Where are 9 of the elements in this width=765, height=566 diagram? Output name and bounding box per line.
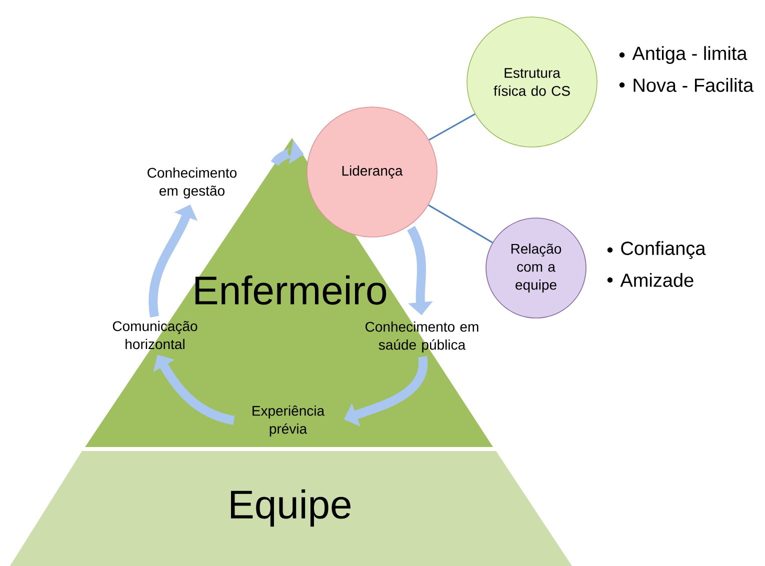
bullet-item: Amizade bbox=[607, 273, 694, 287]
step-label: Experiência prévia bbox=[252, 405, 325, 437]
bullet-item: Nova - Facilita bbox=[619, 78, 754, 92]
connector-line bbox=[428, 204, 493, 244]
bullet-item: Confiança bbox=[607, 241, 706, 259]
bullet-item: Antiga - limita bbox=[619, 46, 748, 64]
connector-line bbox=[428, 113, 476, 141]
step-label: Conhecimento em gestão bbox=[148, 167, 237, 199]
pyramid-base: Equipe bbox=[10, 451, 572, 566]
